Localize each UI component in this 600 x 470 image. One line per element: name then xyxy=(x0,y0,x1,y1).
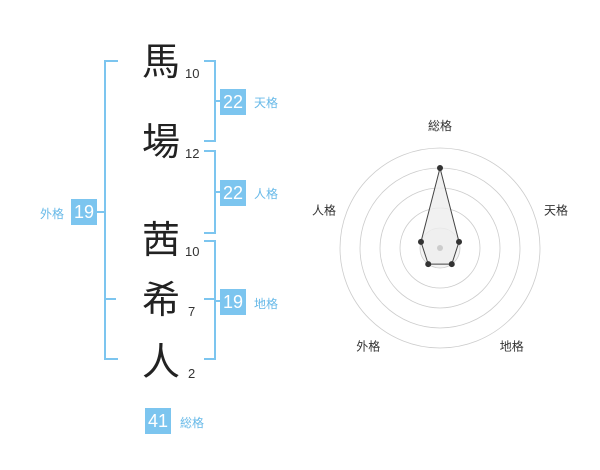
tenkaku-connector xyxy=(214,100,220,102)
radar-center-dot xyxy=(437,245,443,251)
chikaku-bracket-tick xyxy=(204,298,216,300)
gaikaku-connector xyxy=(97,211,106,213)
stroke-count-5: 2 xyxy=(188,366,196,381)
stroke-count-2: 12 xyxy=(185,146,200,161)
name-char-2: 場 xyxy=(142,120,181,164)
radar-axis-label-総格: 総格 xyxy=(428,118,452,133)
radar-point-人格 xyxy=(417,238,424,245)
radar-point-地格 xyxy=(448,261,455,268)
radar-point-外格 xyxy=(425,261,432,268)
radar-axis-label-天格: 天格 xyxy=(544,202,568,217)
gaikaku-bracket-tick xyxy=(104,298,116,300)
radar-ring xyxy=(339,147,541,349)
name-char-4: 希 xyxy=(142,278,181,322)
radar-point-総格 xyxy=(437,165,443,171)
stroke-count-1: 10 xyxy=(185,66,200,81)
radar-axis-label-人格: 人格 xyxy=(312,202,336,217)
gaikaku-badge: 19 xyxy=(71,199,98,225)
gaikaku-bracket xyxy=(104,60,118,360)
radar-point-天格 xyxy=(456,238,463,245)
radar-value-polygon xyxy=(420,167,460,265)
name-char-1: 馬 xyxy=(142,40,181,84)
stroke-count-4: 7 xyxy=(188,304,196,319)
stroke-count-3: 10 xyxy=(185,244,200,259)
name-char-5: 人 xyxy=(142,340,181,384)
radar-axis-label-外格: 外格 xyxy=(356,339,380,354)
jinkaku-connector xyxy=(214,191,220,193)
soukaku-label: 総格 xyxy=(180,416,205,430)
chikaku-badge: 19 xyxy=(220,289,247,315)
tenkaku-label: 天格 xyxy=(254,96,279,110)
jinkaku-badge: 22 xyxy=(220,180,247,206)
chikaku-connector xyxy=(214,300,220,302)
soukaku-badge: 41 xyxy=(145,408,172,434)
tenkaku-badge: 22 xyxy=(220,89,247,115)
radar-axis-label-地格: 地格 xyxy=(500,339,524,354)
name-char-3: 茜 xyxy=(142,218,181,262)
gaikaku-label: 外格 xyxy=(40,207,65,221)
jinkaku-label: 人格 xyxy=(254,187,279,201)
chikaku-label: 地格 xyxy=(254,297,279,311)
